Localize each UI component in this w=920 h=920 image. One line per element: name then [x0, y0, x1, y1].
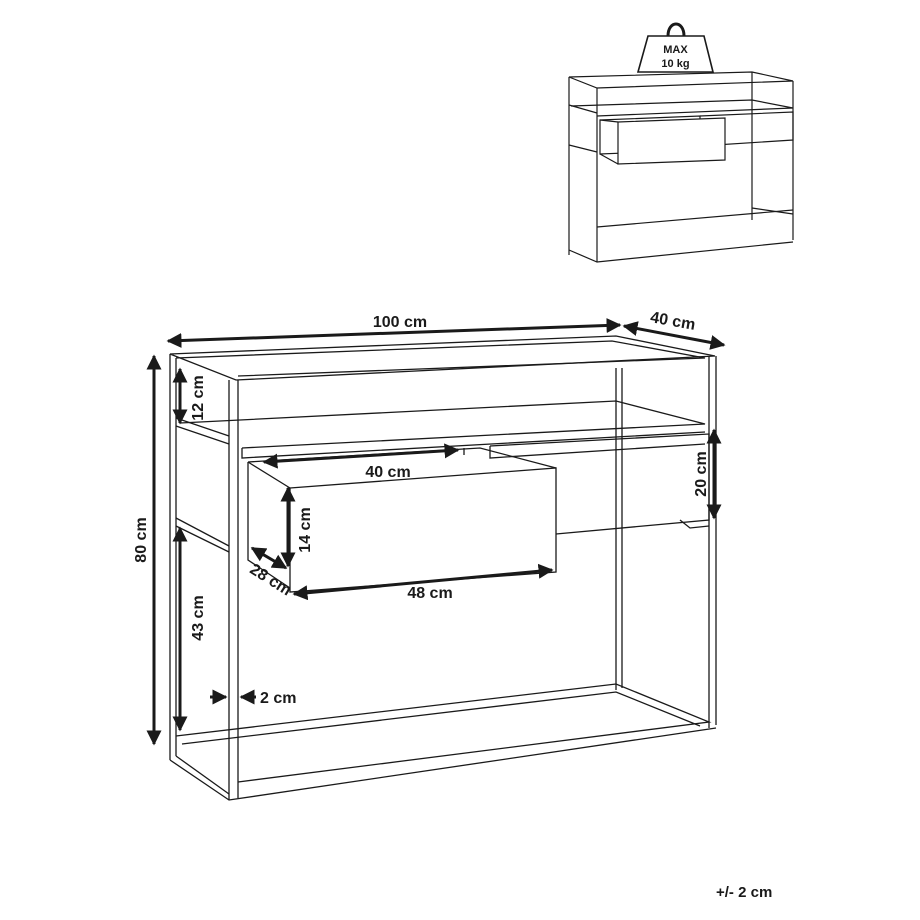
weight-label-value: 10 kg	[661, 58, 689, 70]
front-right-leg	[708, 356, 717, 728]
height-label: 80 cm	[133, 517, 150, 562]
drawer-front-height-label: 14 cm	[297, 507, 314, 552]
depth-label: 40 cm	[649, 309, 697, 334]
drawer-inner-width-label: 40 cm	[365, 464, 410, 481]
frame-thickness-label: 2 cm	[260, 690, 296, 707]
drawer-depth-label: 28 cm	[247, 561, 294, 599]
drawer-front-width-arrow	[292, 563, 554, 601]
dimension-arrows	[146, 317, 726, 746]
drawer-depth-arrow	[250, 546, 288, 570]
top-gap-label: 12 cm	[190, 375, 207, 420]
depth-arrow	[622, 321, 726, 350]
tolerance-note: +/- 2 cm	[716, 884, 773, 901]
weight-label-max: MAX	[663, 44, 688, 56]
drawer-box-height-label: 20 cm	[693, 451, 710, 496]
drawer-front-width-label: 48 cm	[407, 585, 452, 602]
width-label: 100 cm	[373, 314, 427, 331]
table-top	[169, 335, 716, 381]
drawer-inner-width-arrow	[262, 443, 460, 469]
weight-icon	[636, 22, 715, 73]
back-left-leg	[169, 354, 177, 760]
width-arrow	[166, 317, 622, 349]
bottom-clearance-label: 43 cm	[190, 595, 207, 640]
shelf	[179, 400, 706, 449]
inset-view: MAX 10 kg	[568, 22, 794, 263]
bottom-frame	[175, 683, 712, 783]
